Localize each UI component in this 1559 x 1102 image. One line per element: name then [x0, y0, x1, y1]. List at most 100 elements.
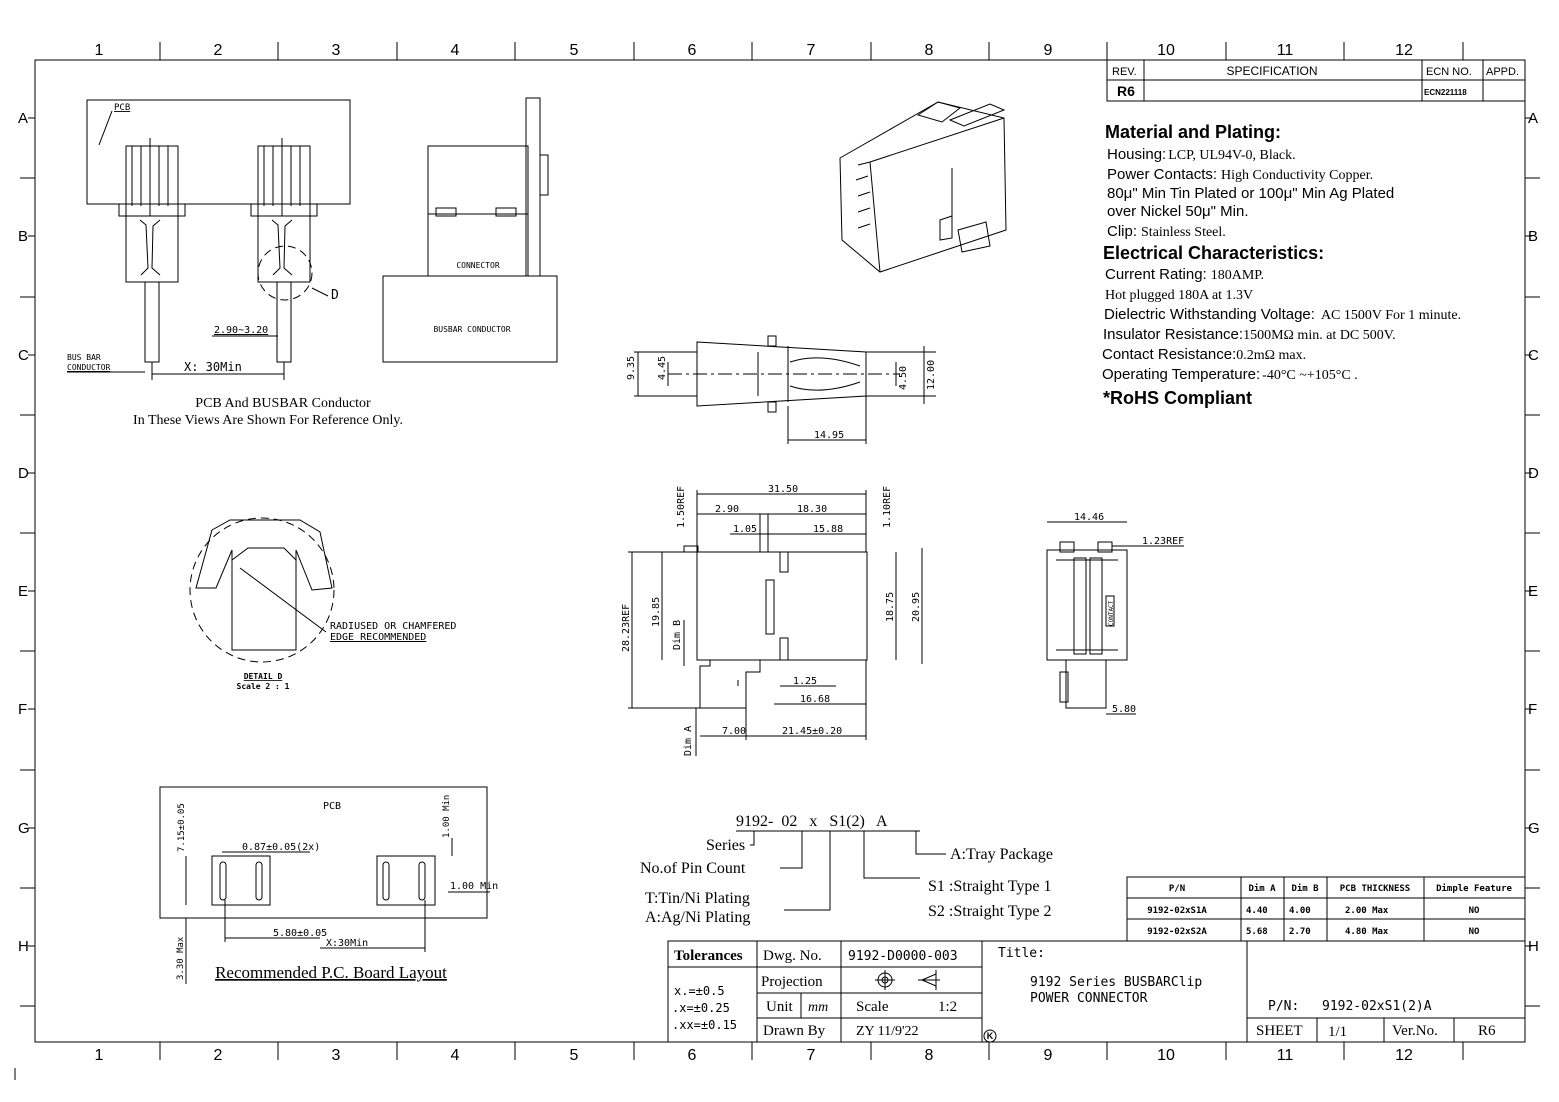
grid-col-label: 2 — [214, 1047, 223, 1064]
grid-col-label: 11 — [1277, 42, 1294, 59]
dim-1-05: 1.05 — [733, 524, 757, 535]
pn-table-cell: 4.00 — [1289, 906, 1311, 916]
rev-value: R6 — [1117, 83, 1135, 99]
insulator-line: Insulator Resistance:1500MΩ min. at DC 5… — [1103, 326, 1396, 343]
top-view: 9.35 4.45 4.50 12.00 14.95 — [626, 335, 937, 444]
grid-ticks — [20, 42, 1540, 1060]
hot-plugged-line: Hot plugged 180A at 1.3V — [1105, 288, 1253, 303]
grid-row-label: E — [1528, 583, 1538, 600]
dim-1-50-ref: 1.50REF — [676, 486, 687, 528]
grid-col-label: 12 — [1395, 1047, 1413, 1064]
pcb-dim-x: X:30Min — [326, 938, 368, 949]
dim-20-95: 20.95 — [911, 592, 922, 622]
pn-table-cell: 4.80 Max — [1345, 927, 1389, 937]
dielectric-line: Dielectric Withstanding Voltage:AC 1500V… — [1104, 306, 1461, 323]
grid-row-label: C — [1528, 347, 1539, 364]
current-line: Current Rating:180AMP. — [1105, 266, 1264, 283]
grid-col-label: 3 — [332, 1047, 341, 1064]
grid-col-label: 1 — [95, 42, 104, 59]
dim-1-10-ref: 1.10REF — [882, 486, 893, 528]
detail-title: DETAIL D — [244, 672, 283, 681]
grid-col-label: 7 — [807, 42, 816, 59]
dim-15-88: 15.88 — [813, 524, 843, 535]
grid-col-label: 8 — [925, 42, 934, 59]
drawn-by-value: ZY 11/9'22 — [856, 1024, 919, 1039]
dim-7-00: 7.00 — [722, 726, 746, 737]
unit-value: mm — [808, 1000, 828, 1015]
pcb-label: PCB — [114, 103, 130, 113]
pn-table-header: P/N — [1169, 884, 1185, 894]
ecn-value: ECN221118 — [1424, 88, 1467, 97]
side-view: CONTACT 14.46 1.23REF 5.80 — [1046, 512, 1184, 715]
title-label: Title: — [998, 946, 1045, 961]
contact-resistance-line: Contact Resistance:0.2mΩ max. — [1102, 346, 1306, 363]
ver-label: Ver.No. — [1392, 1023, 1438, 1039]
dim-4-45: 4.45 — [657, 356, 668, 380]
grid-row-label: A — [1528, 110, 1538, 127]
pn-table-cell: 9192-02xS2A — [1147, 927, 1207, 937]
part-number-key: 9192- 02 x S1(2) A Series No.of Pin Coun… — [640, 813, 1053, 926]
grid-row-label: B — [1528, 228, 1538, 245]
part-number-code: 9192- 02 x S1(2) A — [736, 813, 888, 830]
grid-col-label: 2 — [214, 42, 223, 59]
grid-col-label: 5 — [570, 42, 579, 59]
tolerance-2: .x=±0.25 — [672, 1001, 730, 1015]
grid-row-label: F — [18, 701, 27, 718]
electrical-heading: Electrical Characteristics: — [1103, 243, 1324, 263]
grid-row-label: D — [18, 465, 29, 482]
dim-21-45: 21.45±0.20 — [782, 726, 842, 737]
dim-14-95: 14.95 — [814, 430, 844, 441]
pcb-dim-3-30: 3.30 Max — [176, 936, 186, 980]
dim-14-46: 14.46 — [1074, 512, 1104, 523]
grid-col-label: 11 — [1277, 1047, 1294, 1064]
grid-row-labels: A B C D E F G H A B C D E F G H — [18, 110, 1540, 955]
plating-line-2: over Nickel 50μ" Min. — [1107, 203, 1249, 220]
detail-scale: Scale 2 : 1 — [237, 682, 290, 691]
rev-header: REV. — [1112, 66, 1137, 78]
pin-count-label: No.of Pin Count — [640, 860, 746, 877]
pcb-dim-5-80: 5.80±0.05 — [273, 928, 327, 939]
grid-row-label: E — [18, 583, 28, 600]
pcb-dim-0-87: 0.87±0.05(2x) — [242, 842, 320, 853]
detail-note-1: RADIUSED OR CHAMFERED — [330, 621, 456, 632]
grid-col-label: 6 — [688, 42, 697, 59]
pn-table-cell: 2.70 — [1289, 927, 1311, 937]
plating-option-2: A:Ag/Ni Plating — [645, 909, 750, 926]
contact-mark: CONTACT — [1108, 600, 1115, 626]
dim-b-label: Dim B — [672, 620, 683, 650]
dim-18-75: 18.75 — [885, 592, 896, 622]
temperature-line: Operating Temperature:-40°C ~+105°C . — [1102, 366, 1358, 383]
housing-line: Housing:LCP, UL94V-0, Black. — [1107, 146, 1296, 163]
tolerance-3: .xx=±0.15 — [672, 1018, 737, 1032]
reference-note-2: In These Views Are Shown For Reference O… — [133, 413, 403, 428]
grid-col-label: 4 — [451, 42, 460, 59]
dim-9-35: 9.35 — [626, 356, 637, 380]
svg-text:K: K — [987, 1031, 994, 1041]
dim-4-50: 4.50 — [898, 366, 909, 390]
pcb-layout-title: Recommended P.C. Board Layout — [215, 963, 447, 982]
pn-table-cell: NO — [1469, 906, 1480, 916]
pcb-layout-view: PCB 7.15±0.05 0.87±0.05(2x) 1.00 Min 1.0… — [159, 786, 498, 984]
pcb-section-view: PCB D 2.90~3.20 X: 30Min BUS BAR CONDUC — [67, 99, 403, 428]
scale-value: 1:2 — [938, 999, 957, 1015]
grid-col-label: 7 — [807, 1047, 816, 1064]
pcb-layout-label: PCB — [323, 801, 341, 812]
pn-table-header: Dim A — [1248, 883, 1276, 894]
pcb-dim-1-00-min-h: 1.00 Min — [450, 881, 498, 892]
grid-row-label: G — [1528, 820, 1540, 837]
dwg-no-label: Dwg. No. — [763, 948, 822, 964]
grid-col-label: 4 — [451, 1047, 460, 1064]
unit-label: Unit — [766, 999, 794, 1015]
pcb-dim-1-00-min-v: 1.00 Min — [442, 795, 452, 838]
dim-12-00: 12.00 — [926, 360, 937, 390]
grid-col-label: 8 — [925, 1047, 934, 1064]
projection-label: Projection — [761, 974, 823, 990]
pn-table: P/N Dim A Dim B PCB THICKNESS Dimple Fea… — [1126, 876, 1526, 942]
pn-table-header: Dim B — [1291, 883, 1319, 894]
spec-header: SPECIFICATION — [1226, 64, 1317, 78]
connector-label: CONNECTOR — [456, 261, 500, 270]
dim-gap: 2.90~3.20 — [214, 325, 268, 336]
grid-col-label: 9 — [1044, 1047, 1053, 1064]
dim-28-23-ref: 28.23REF — [621, 604, 632, 652]
busbar-label: BUSBAR CONDUCTOR — [433, 325, 510, 334]
